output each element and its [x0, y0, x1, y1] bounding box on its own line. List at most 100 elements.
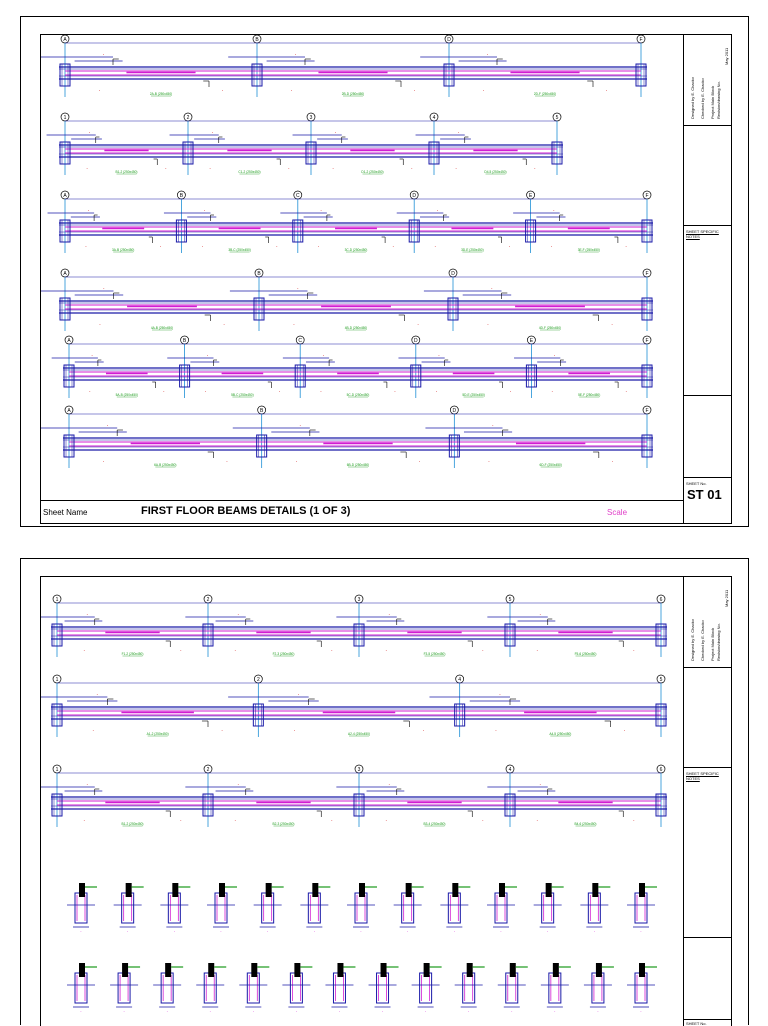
- column-support: [551, 141, 563, 165]
- dimension-tick: .: [298, 691, 300, 697]
- section-mark: .: [597, 1008, 598, 1014]
- dimension-tick: .: [388, 611, 390, 617]
- dimension-tick: .: [237, 611, 239, 617]
- beam-label: 5D-E (250x450): [462, 393, 485, 397]
- dimension-tick: .: [294, 727, 296, 733]
- dimension-tick: .: [482, 817, 484, 823]
- section-hatch: [545, 883, 552, 897]
- column-support: [292, 219, 304, 243]
- dimension-tick: .: [276, 243, 278, 249]
- dimension-tick: .: [534, 165, 536, 171]
- project-name: Project Main Block: [710, 627, 715, 661]
- section-mark: .: [123, 1008, 124, 1014]
- grid-label: D: [447, 37, 451, 43]
- section-hatch: [122, 963, 129, 977]
- section-mark: .: [594, 928, 595, 934]
- blank-cell: [684, 667, 732, 768]
- column-support: [63, 364, 75, 388]
- notes-cell: [684, 767, 732, 938]
- dimension-tick: .: [438, 352, 440, 358]
- beam-label: 5A-B (250x450): [116, 393, 138, 397]
- grid-label: 5: [509, 597, 512, 603]
- section-hatch: [251, 963, 258, 977]
- beam-label: 3C-D (250x450): [345, 248, 368, 252]
- beam-label: 5B-C (250x450): [231, 393, 254, 397]
- dimension-tick: .: [625, 243, 627, 249]
- column-support: [63, 434, 75, 458]
- beam-label: D4-5 (250x450): [484, 170, 506, 174]
- grid-label: A: [63, 37, 67, 43]
- grid-label: D: [453, 408, 457, 414]
- grid-label: 3: [358, 597, 361, 603]
- section-mark: .: [454, 928, 455, 934]
- section-hatch: [405, 883, 412, 897]
- beam-label: B2-3 (250x450): [273, 822, 295, 826]
- section-hatch: [294, 963, 301, 977]
- section-mark: .: [296, 1008, 297, 1014]
- section-hatch: [265, 883, 272, 897]
- dimension-tick: .: [293, 321, 295, 327]
- title-block: Designed by E. Chacko Checked by E. Chac…: [683, 35, 732, 523]
- grid-label: B: [255, 37, 259, 43]
- dimension-tick: .: [234, 817, 236, 823]
- designed-by: Designed by E. Chacko: [690, 77, 695, 119]
- column-support: [525, 364, 537, 388]
- dimension-tick: .: [625, 388, 627, 394]
- column-support: [202, 793, 214, 817]
- column-support: [59, 219, 71, 243]
- grid-label: B: [180, 193, 184, 199]
- section-mark: .: [407, 928, 408, 934]
- column-support: [51, 793, 63, 817]
- dimension-tick: .: [437, 207, 439, 213]
- sheet-no-label: SHEET No.: [686, 481, 707, 486]
- section-mark: .: [425, 1008, 426, 1014]
- dimension-tick: .: [633, 647, 635, 653]
- beam-label: F2-3 (250x450): [273, 652, 295, 656]
- section-hatch: [639, 883, 645, 897]
- sheet-specific-notes-label: SHEET SPECIFIC NOTES: [686, 229, 719, 239]
- checked-by: Checked by E. Chacko: [700, 78, 705, 119]
- beam-label: A1-2 (250x450): [147, 732, 169, 736]
- blank-cell-2: [684, 937, 732, 1020]
- dimension-tick: .: [487, 51, 489, 57]
- beam-label: B4-6 (250x450): [575, 822, 597, 826]
- grid-label: 3: [358, 767, 361, 773]
- revision-number: Revision/drawing No.: [716, 81, 721, 119]
- grid-label: B: [183, 338, 187, 344]
- section-mark: .: [314, 928, 315, 934]
- section-mark: .: [640, 1008, 641, 1014]
- column-support: [410, 364, 422, 388]
- column-support: [448, 434, 460, 458]
- column-support: [51, 703, 63, 727]
- dimension-tick: .: [539, 611, 541, 617]
- dimension-tick: .: [331, 817, 333, 823]
- section-mark: .: [640, 928, 641, 934]
- dimension-tick: .: [332, 165, 334, 171]
- dimension-tick: .: [320, 207, 322, 213]
- beam-label: B1-2 (250x450): [122, 822, 144, 826]
- dimension-tick: .: [165, 165, 167, 171]
- column-support: [252, 703, 264, 727]
- column-support: [454, 703, 466, 727]
- checked-by: Checked by E. Chacko: [700, 620, 705, 661]
- sheet-number: ST 01: [687, 487, 722, 502]
- beam-label: 2B-D (250x450): [342, 92, 365, 96]
- dimension-tick: .: [295, 51, 297, 57]
- grid-label: F: [645, 408, 648, 414]
- drawing-date: May 2011: [724, 589, 729, 607]
- grid-label: B: [260, 408, 264, 414]
- section-hatch: [359, 883, 365, 897]
- column-support: [447, 297, 459, 321]
- dimension-tick: .: [611, 458, 613, 464]
- section-mark: .: [511, 1008, 512, 1014]
- dimension-tick: .: [205, 388, 207, 394]
- section-mark: .: [127, 928, 128, 934]
- column-support: [59, 297, 71, 321]
- dimension-tick: .: [297, 285, 299, 291]
- beam-label: C1-2 (250x450): [238, 170, 260, 174]
- section-hatch: [337, 963, 344, 977]
- beam-label: F1-2 (250x450): [122, 652, 144, 656]
- dimension-tick: .: [291, 87, 293, 93]
